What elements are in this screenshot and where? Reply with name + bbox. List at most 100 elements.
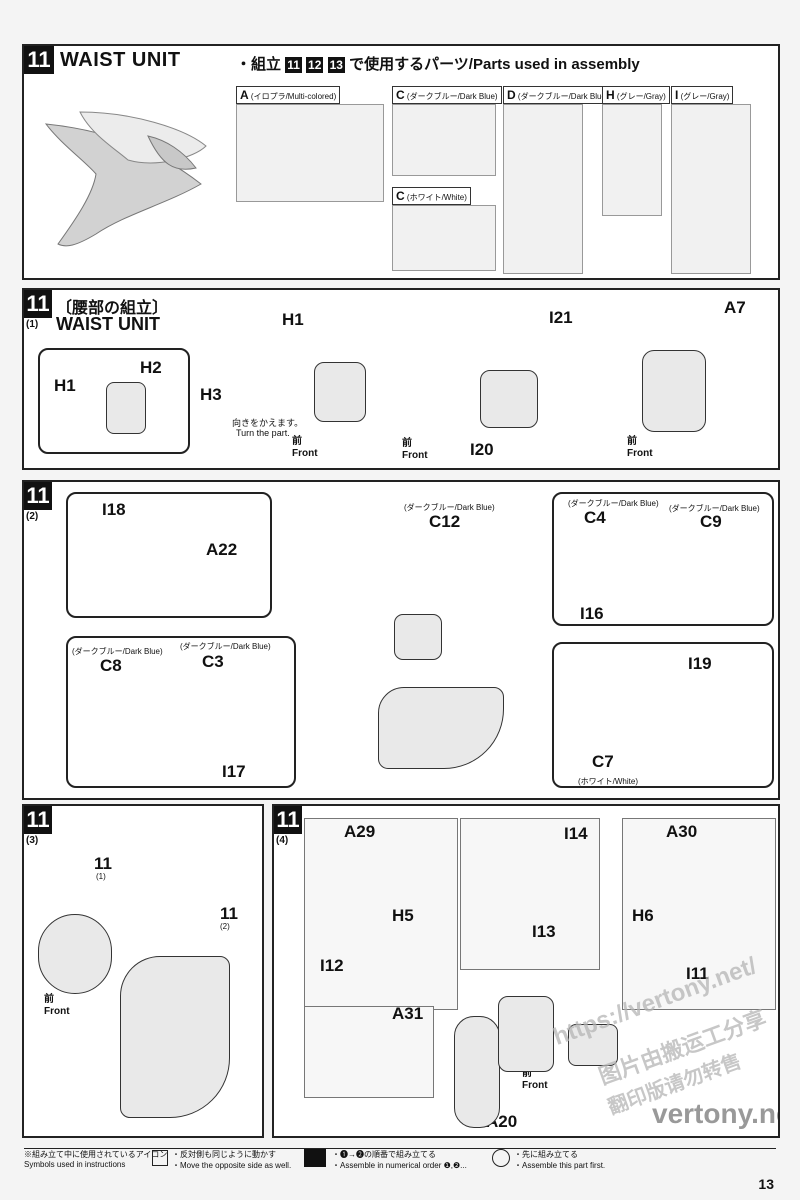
step-11-1-title-jp: 〔腰部の組立〕 <box>56 300 169 317</box>
step-11-4-front-jp: 前 <box>522 1068 532 1079</box>
step-11-4-front: 前 Front <box>522 1068 548 1092</box>
runner-a-title: A (イロプラ/Multi-colored) <box>236 86 341 104</box>
step-11-1-number: 11 <box>24 290 52 318</box>
step-11-3-front-en: Front <box>44 1006 70 1017</box>
step-11-1-h3: H3 <box>200 385 222 404</box>
step-11-4-panel: 11 (4) A29 H5 I12 I14 I13 A30 H6 I11 A31… <box>272 804 780 1138</box>
step-11-2-c7: C7 <box>592 752 614 771</box>
watermark-site: vertony.net <box>652 1098 778 1129</box>
step-11-4-i11: I11 <box>686 964 709 983</box>
waist-preview-illustration <box>36 94 221 274</box>
step-11-4-a30: A30 <box>666 822 698 841</box>
parts-heading-num-3: 13 <box>327 57 345 73</box>
step-11-2-c9: C9 <box>700 512 722 531</box>
runner-d-title: D (ダークブルー/Dark Blue) <box>503 86 613 104</box>
step-11-4-a29: A29 <box>344 822 376 841</box>
page-title: WAIST UNIT <box>60 49 181 71</box>
runner-a-frame <box>236 104 384 202</box>
step-number: 11 <box>24 46 54 74</box>
runner-a-label: (イロプラ/Multi-colored) <box>250 92 337 101</box>
step-11-1-title-en: WAIST UNIT <box>56 314 160 334</box>
step-11-2-i17: I17 <box>222 762 246 781</box>
header-panel: 11 WAIST UNIT ・組立 11 12 13 で使用するパーツ/Part… <box>22 44 780 280</box>
step-11-2-i19: I19 <box>688 654 712 673</box>
step-11-2-note-c3: (ダークブルー/Dark Blue) <box>180 642 271 651</box>
assembly-parts-header: ・組立 11 12 13 で使用するパーツ/Parts used in asse… <box>236 53 640 74</box>
step-11-4-a31: A31 <box>392 1004 424 1023</box>
step-11-3-skirt <box>120 956 230 1118</box>
runner-d-letter: D <box>507 88 516 102</box>
step-11-2-number: 11 <box>24 482 52 510</box>
front-en-left: Front <box>292 448 318 459</box>
step-11-1-front-left: 前 Front <box>292 436 318 460</box>
runner-c-white-frame <box>392 205 496 271</box>
symbol-3-en: ・Assemble this part first. <box>514 1161 606 1170</box>
runner-i-letter: I <box>675 88 679 102</box>
front-en-mid: Front <box>402 450 428 461</box>
step-11-4-number: 11 <box>274 806 302 834</box>
step-11-4-h6: H6 <box>632 906 654 925</box>
runner-c-white-letter: C <box>396 189 405 203</box>
runner-h-label: (グレー/Gray) <box>616 92 666 101</box>
runner-h-frame <box>602 104 662 216</box>
step-11-1-front-mid: 前 Front <box>402 438 428 462</box>
step-11-3-number: 11 <box>24 806 52 834</box>
step-11-4-substep: (4) <box>276 835 289 846</box>
step-11-4-front-en: Front <box>522 1080 548 1091</box>
step-11-2-top-left-inset <box>66 492 272 618</box>
step-11-1-waist-part-d <box>642 350 706 432</box>
step-11-1-panel: 11 (1) 〔腰部の組立〕 WAIST UNIT H1 H2 H1 H3 向き… <box>22 288 780 470</box>
step-11-1-waist-part-b <box>314 362 366 422</box>
symbol-3-icon <box>492 1149 510 1167</box>
symbol-1-jp: ・反対側も同じように動かす <box>172 1150 276 1159</box>
step-11-4-center-box <box>460 818 600 970</box>
runner-i-title: I (グレー/Gray) <box>671 86 734 104</box>
runner-c-dark-letter: C <box>396 88 405 102</box>
step-11-2-bottom-left-inset <box>66 636 296 788</box>
step-11-1-turn-en: Turn the part. <box>236 428 290 438</box>
step-11-1-a7: A7 <box>724 298 746 317</box>
step-11-4-bottom-left-box <box>304 1006 434 1098</box>
runner-i-label: (グレー/Gray) <box>680 92 730 101</box>
step-11-3-substep: (3) <box>26 835 39 846</box>
step-11-3-ref-2-sub: (2) <box>220 922 230 931</box>
step-11-2-a22: A22 <box>206 540 238 559</box>
step-11-4-center-armor <box>498 996 554 1072</box>
step-11-1-waist-part-c <box>480 370 538 428</box>
step-11-4-left-leg-part <box>454 1016 500 1128</box>
step-11-2-panel: 11 (2) I18 A22 (ダークブルー/Dark Blue) C12 (ダ… <box>22 480 780 800</box>
symbol-3-jp: ・先に組み立てる <box>514 1150 578 1159</box>
step-11-3-ref-1-sub: (1) <box>96 872 106 881</box>
front-jp-mid: 前 <box>402 438 412 449</box>
runner-c-dark-frame <box>392 104 496 176</box>
step-11-1-h2: H2 <box>140 358 162 377</box>
step-11-3-front: 前 Front <box>44 994 70 1018</box>
symbol-2-icon <box>304 1149 326 1167</box>
step-11-2-note-c9: (ダークブルー/Dark Blue) <box>669 504 760 513</box>
step-11-2-bottom-right-inset <box>552 642 774 788</box>
runner-c-white-label: (ホワイト/White) <box>406 193 467 202</box>
step-11-2-note-c4: (ダークブルー/Dark Blue) <box>568 499 659 508</box>
runner-d-label: (ダークブルー/Dark Blue) <box>517 92 609 101</box>
step-11-1-waist-part-a <box>106 382 146 434</box>
runner-c-white-title: C (ホワイト/White) <box>392 187 471 205</box>
runner-c-dark-title: C (ダークブルー/Dark Blue) <box>392 86 502 104</box>
step-11-1-h1-left: H1 <box>54 376 76 395</box>
runner-a-letter: A <box>240 88 249 102</box>
front-jp-left: 前 <box>292 436 302 447</box>
runner-h-title: H (グレー/Gray) <box>602 86 670 104</box>
step-11-2-center-waist <box>394 614 442 660</box>
step-11-1-i20: I20 <box>470 440 494 459</box>
symbol-1-en: ・Move the opposite side as well. <box>172 1161 292 1170</box>
step-11-4-right-box <box>622 818 776 1010</box>
runner-i-frame <box>671 104 751 274</box>
front-jp-right: 前 <box>627 436 637 447</box>
step-11-2-i16: I16 <box>580 604 604 623</box>
step-11-2-note-c8: (ダークブルー/Dark Blue) <box>72 647 163 656</box>
step-11-1-substep: (1) <box>26 319 39 330</box>
step-11-2-top-right-inset <box>552 492 774 626</box>
step-11-3-panel: 11 (3) 11 (1) 11 (2) 前 Front <box>22 804 264 1138</box>
step-11-2-substep: (2) <box>26 511 39 522</box>
step-11-3-ref-2: 11 <box>220 904 238 923</box>
